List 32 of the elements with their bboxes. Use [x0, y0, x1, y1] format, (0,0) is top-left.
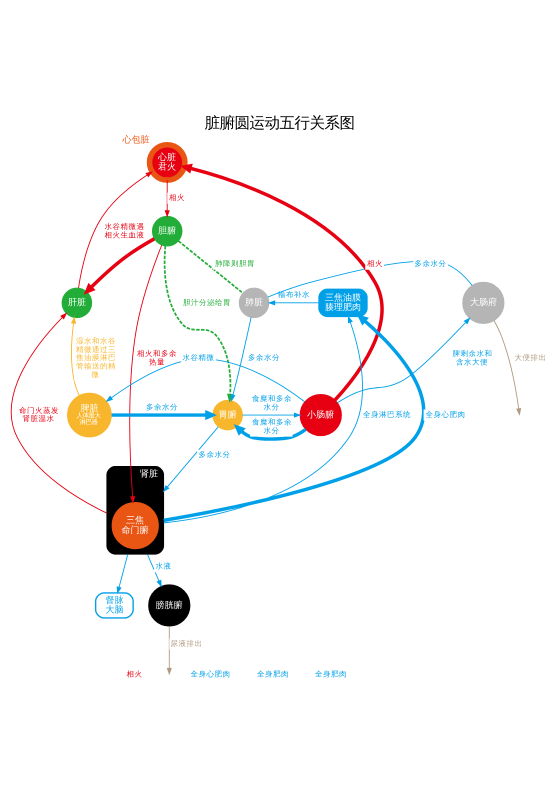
arrow [10, 312, 108, 514]
arrow [268, 300, 319, 306]
arrow [234, 424, 307, 441]
node-circle: 膀胱腑 [148, 584, 190, 627]
arrow [163, 316, 363, 524]
node-circle: 肝脏 [62, 288, 92, 318]
arrow [146, 554, 162, 588]
arrow [163, 314, 426, 522]
node-box: 督脉 大脑 [94, 592, 134, 619]
arrow [494, 320, 522, 416]
node-circle: 胃腑 [212, 400, 243, 430]
arrow [129, 244, 162, 504]
arrow [336, 317, 471, 404]
diagram-title: 脏腑圆运动五行关系图 [204, 114, 354, 132]
node-circle: 肺脏 [238, 288, 270, 318]
node-box: 三焦油膜 腠理肥肉 [318, 288, 368, 318]
arrow [230, 317, 252, 402]
arrow [166, 626, 172, 676]
node-circle: 胆腑 [152, 216, 182, 246]
arrow [84, 237, 156, 295]
arrow [70, 316, 80, 396]
arrow [242, 412, 302, 418]
arrow [162, 426, 219, 492]
arrow [78, 171, 154, 288]
node-circle: 小肠腑 [300, 394, 342, 436]
connector [178, 240, 244, 294]
arrow [164, 180, 170, 218]
arrow [116, 554, 128, 594]
node-circle: 三焦 命门腑 [112, 502, 159, 550]
node-circle: 心脏 君火 [146, 142, 188, 183]
node-label: 心包脏 [122, 135, 150, 146]
arrow [112, 410, 217, 420]
